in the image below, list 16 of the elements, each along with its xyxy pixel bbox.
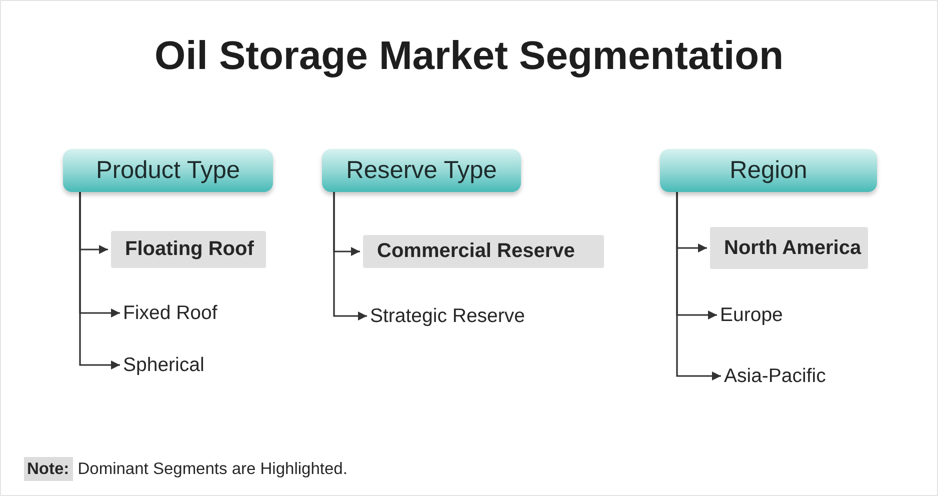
segment-label: Asia-Pacific <box>724 364 826 388</box>
highlighted-segment: Floating Roof <box>111 231 266 268</box>
category-header: Reserve Type <box>322 149 521 192</box>
arrow <box>676 192 721 380</box>
arrow <box>79 192 120 370</box>
title: Oil Storage Market Segmentation <box>153 34 785 79</box>
note-text: Note: Dominant Segments are Highlighted. <box>24 456 348 482</box>
highlighted-segment: Commercial Reserve <box>363 235 604 268</box>
segment-label: Fixed Roof <box>123 301 218 325</box>
segment-label: Spherical <box>123 353 204 377</box>
category-header: Product Type <box>63 149 273 192</box>
arrow <box>333 192 367 320</box>
category-header: Region <box>660 149 877 192</box>
highlighted-segment: North America <box>710 227 868 269</box>
segment-label: Strategic Reserve <box>370 304 525 328</box>
segment-label: Europe <box>720 303 783 327</box>
